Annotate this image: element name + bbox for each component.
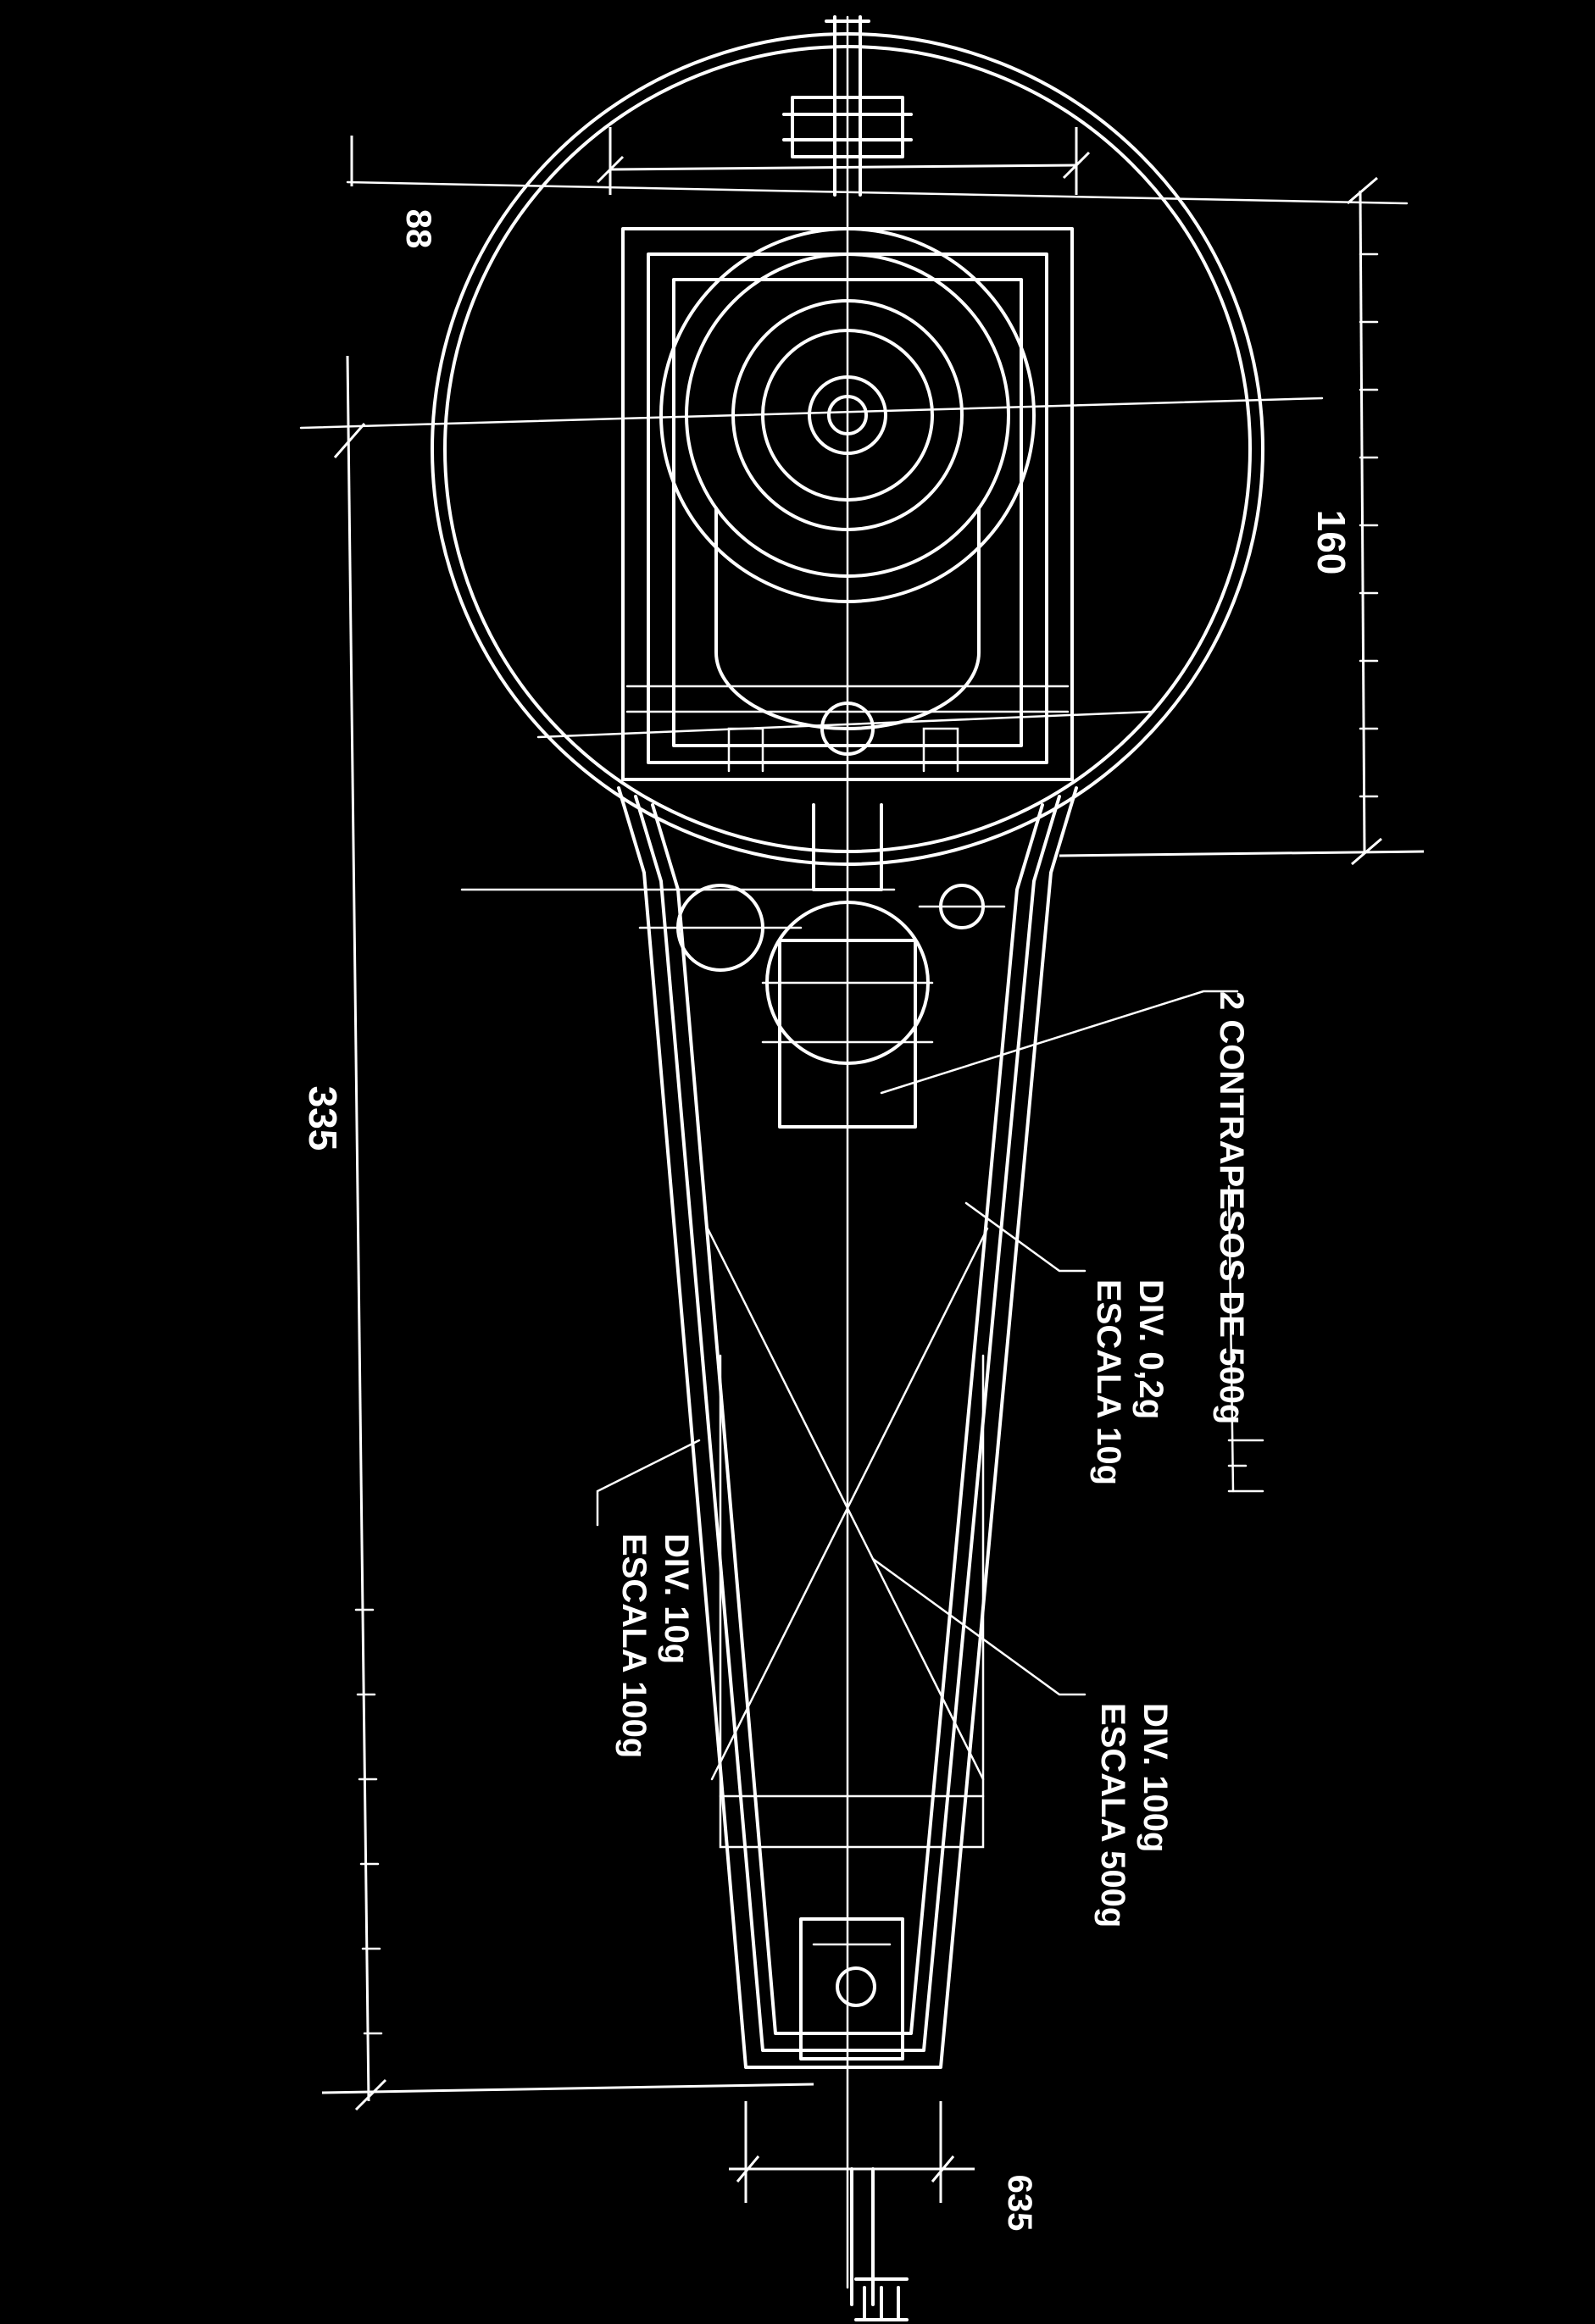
dim-335-text: 335 <box>301 1086 345 1151</box>
centre-lines <box>299 15 1409 2289</box>
counterweights-text: 2 CONTRAPESOS DE 500g <box>1213 991 1250 1424</box>
scale-500g-line2: DIV. 100g <box>1137 1703 1174 1852</box>
label-scale-10g: ESCALA 10g DIV. 0,2g <box>1090 1279 1170 1485</box>
scale-500g-line1: ESCALA 500g <box>1094 1703 1131 1927</box>
label-scale-500g: ESCALA 500g DIV. 100g <box>1094 1703 1174 1927</box>
dimension-lines <box>321 127 1425 2203</box>
dimension-label-635: 635 <box>1001 2175 1038 2232</box>
leader-lines <box>596 990 1239 1696</box>
dimension-label-335: 335 <box>301 1086 345 1151</box>
scale-100g-line2: DIV. 10g <box>658 1534 695 1664</box>
dimension-label-160: 160 <box>1309 510 1353 575</box>
label-counterweights: 2 CONTRAPESOS DE 500g <box>1213 991 1250 1424</box>
label-scale-100g: ESCALA 100g DIV. 10g <box>615 1534 695 1758</box>
dim-160-text: 160 <box>1309 510 1353 575</box>
scale-100g-line1: ESCALA 100g <box>615 1534 653 1758</box>
dim-88-text: 88 <box>399 209 439 249</box>
dimension-label-88: 88 <box>399 209 439 249</box>
scale-10g-line2: DIV. 0,2g <box>1132 1279 1170 1419</box>
scale-10g-line1: ESCALA 10g <box>1090 1279 1127 1485</box>
tip-block <box>799 1917 909 2321</box>
dim-635-text: 635 <box>1001 2175 1038 2232</box>
